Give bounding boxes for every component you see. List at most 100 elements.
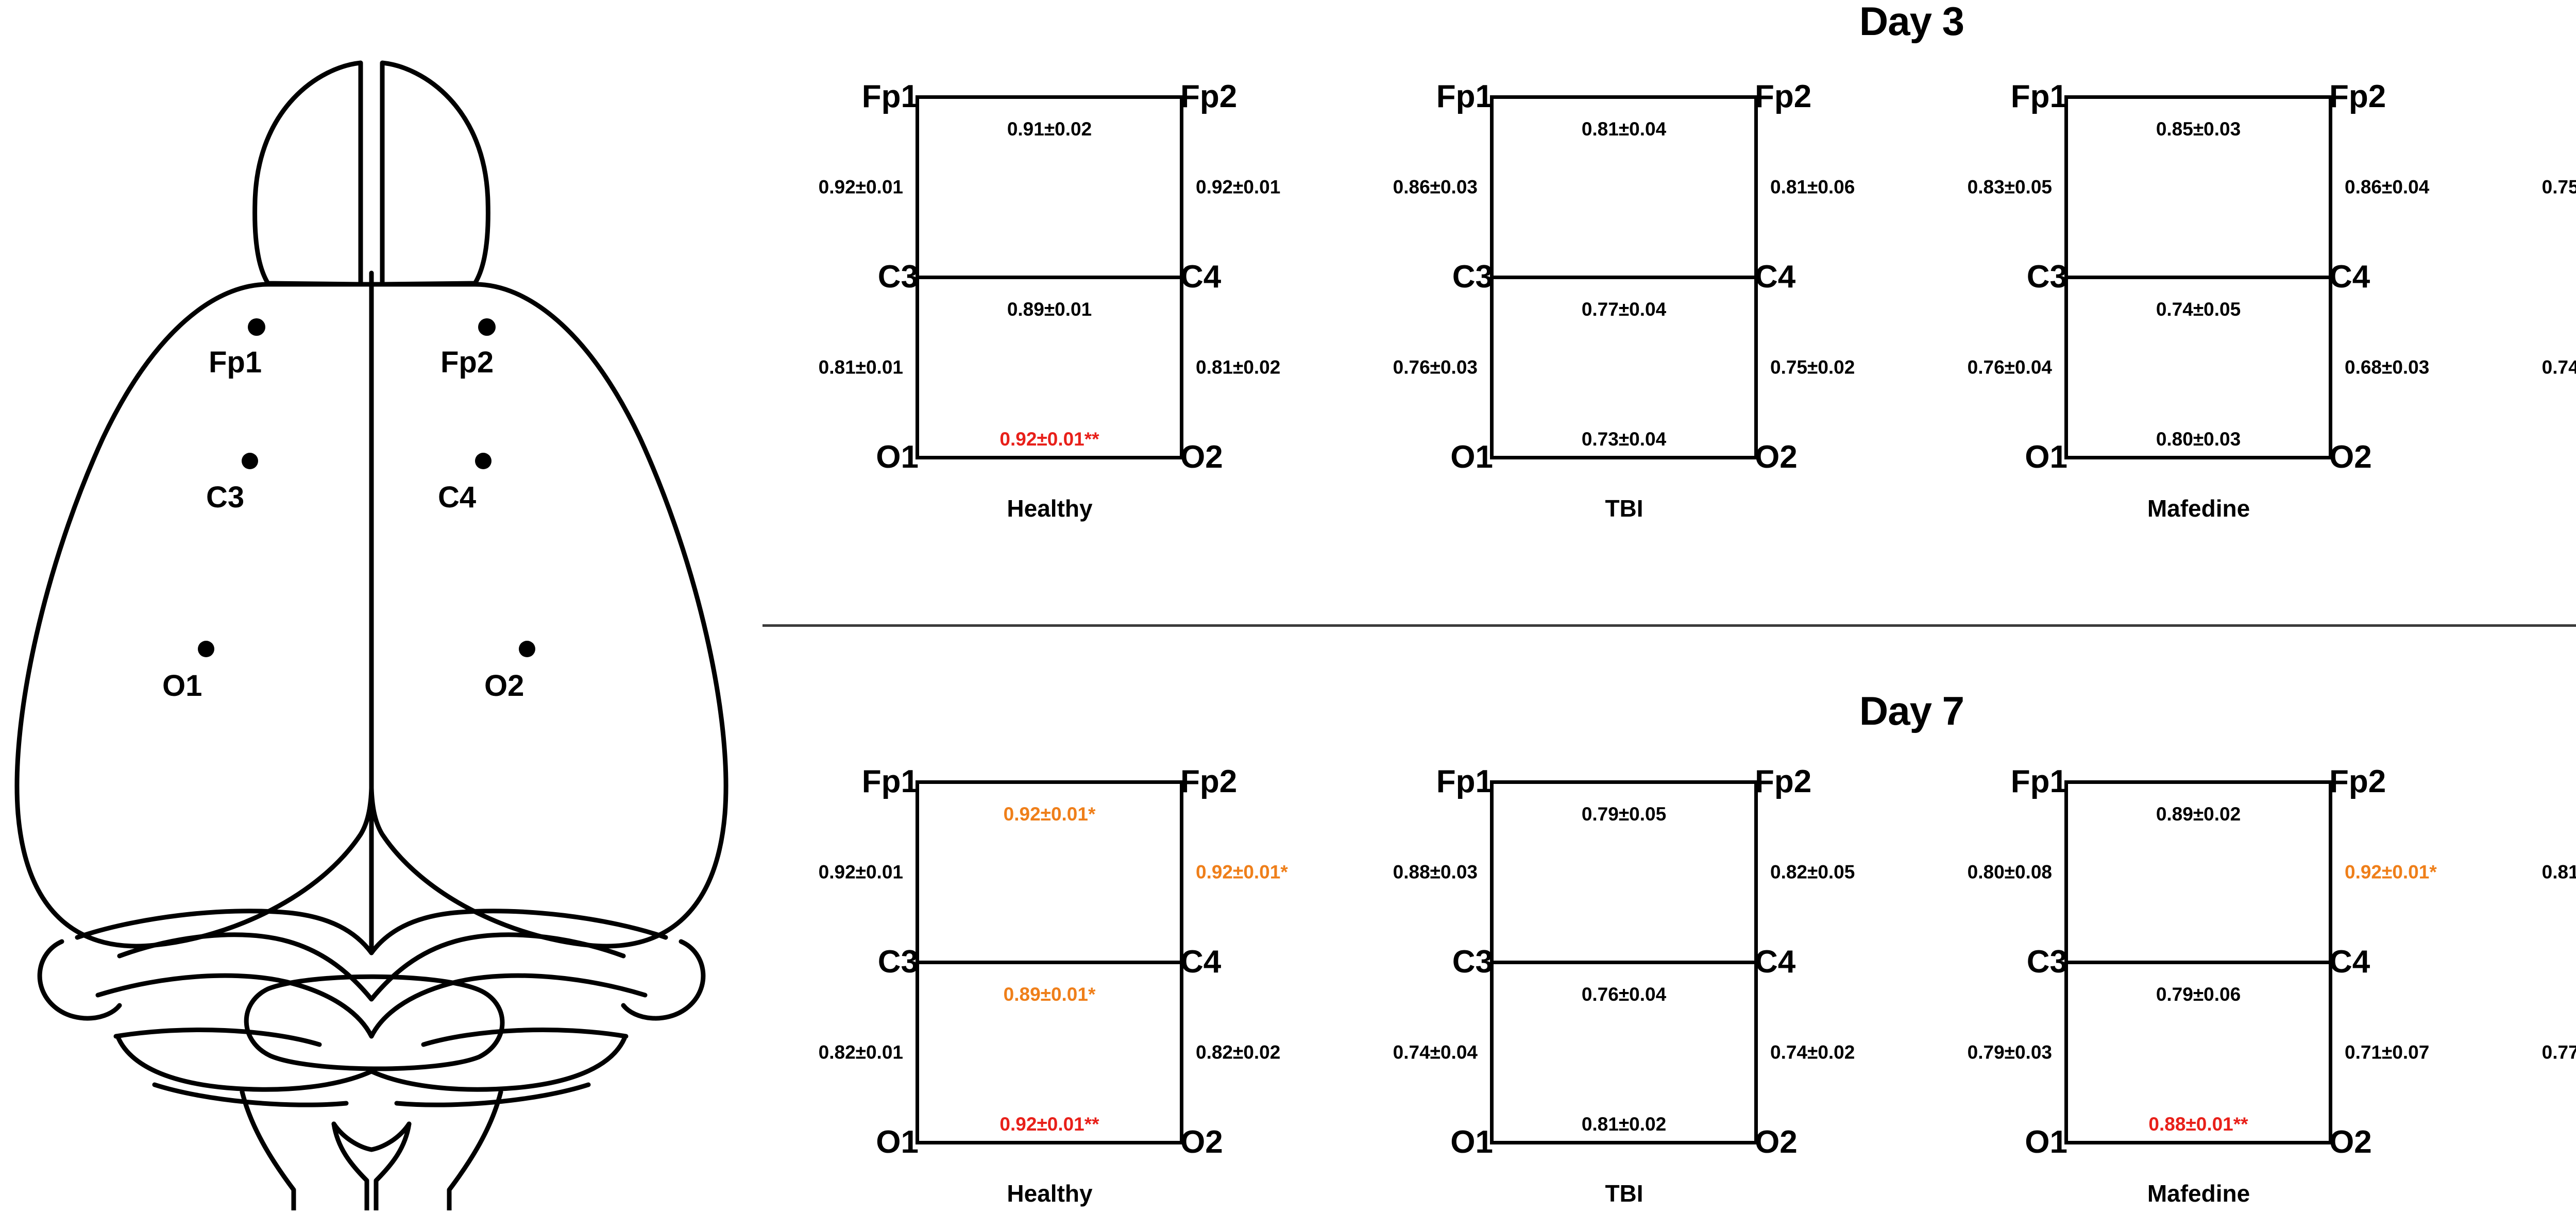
node-label-o1: O1 [876, 1124, 919, 1160]
edge-value-c3-o1: 0.79±0.03 [1967, 1041, 2052, 1063]
edge-value-c3-o1: 0.76±0.04 [1967, 356, 2052, 378]
edge-value-o1-o2: 0.92±0.01** [999, 429, 1099, 450]
section-divider [762, 624, 2576, 627]
node-label-c4: C4 [2329, 944, 2370, 980]
connector-vbar-left-0 [1490, 97, 1494, 277]
edge-value-fp1-fp2: 0.92±0.01* [1003, 803, 1096, 825]
day7-title: Day 7 [1859, 688, 1964, 733]
node-label-fp2: Fp2 [1755, 79, 1812, 114]
brain-label-o2: O2 [484, 669, 524, 703]
group-label: Dex [2486, 494, 2576, 522]
connector-vbar-right-1 [2329, 782, 2332, 962]
node-label-fp2: Fp2 [2329, 79, 2386, 114]
group-label: TBI [1605, 495, 1643, 522]
group-label: Dex [2486, 1179, 2576, 1207]
connector-vbar-right-3 [1180, 962, 1183, 1142]
edge-value-fp1-fp2: 0.81±0.04 [1581, 118, 1667, 140]
edge-value-c4-o2: 0.74±0.02 [1770, 1041, 1855, 1063]
edge-value-fp1-c3: 0.92±0.01 [818, 176, 903, 198]
edge-value-fp2-c4: 0.92±0.01* [1196, 861, 1288, 883]
connector-hbar-row2 [1490, 456, 1758, 459]
connector-hbar-row1 [916, 961, 1183, 964]
edge-value-fp2-c4: 0.86±0.04 [2345, 176, 2430, 198]
connector-vbar-left-0 [916, 782, 919, 962]
node-label-c4: C4 [1180, 944, 1222, 980]
connector-hbar-row2 [2064, 456, 2332, 459]
connector-hbar-row1 [2064, 276, 2332, 279]
node-label-o1: O1 [2025, 1124, 2067, 1160]
connector-vbar-left-2 [2064, 962, 2068, 1142]
edge-value-c3-c4: 0.89±0.01* [1003, 984, 1096, 1005]
connector-vbar-left-2 [1490, 962, 1494, 1142]
edge-value-fp2-c4: 0.92±0.01* [2345, 861, 2437, 883]
edge-value-c3-c4: 0.74±0.05 [2156, 299, 2241, 320]
brain-label-c3: C3 [206, 481, 245, 514]
connector-hbar-row2 [916, 1141, 1183, 1144]
montage-panel: Fp1Fp2C3C4O1O20.85±0.040.80±0.030.85±0.0… [2486, 773, 2576, 1231]
edge-value-c3-o1: 0.77±0.05 [2541, 1041, 2576, 1063]
node-label-fp2: Fp2 [2329, 764, 2386, 799]
node-label-c4: C4 [1755, 259, 1796, 295]
node-label-fp2: Fp2 [1755, 764, 1812, 799]
edge-value-c4-o2: 0.68±0.03 [2345, 356, 2430, 378]
node-label-fp2: Fp2 [1180, 764, 1238, 799]
node-label-c3: C3 [1452, 259, 1493, 295]
connector-hbar-row0 [916, 95, 1183, 99]
node-label-c3: C3 [2026, 259, 2067, 295]
node-label-c3: C3 [877, 259, 919, 295]
edge-value-o1-o2: 0.92±0.01** [999, 1114, 1099, 1135]
node-label-o2: O2 [2329, 439, 2372, 475]
connector-vbar-right-1 [2329, 97, 2332, 277]
connector-hbar-row0 [2064, 95, 2332, 99]
connector-vbar-left-0 [916, 97, 919, 277]
connector-vbar-right-3 [1754, 962, 1758, 1142]
brain-label-c4: C4 [438, 481, 477, 514]
brain-label-fp1: Fp1 [209, 346, 262, 379]
edge-value-c3-c4: 0.77±0.04 [1581, 299, 1667, 320]
edge-value-o1-o2: 0.80±0.03 [2156, 429, 2241, 450]
connector-vbar-left-0 [2064, 97, 2068, 277]
connector-vbar-left-2 [1490, 277, 1494, 457]
edge-value-c4-o2: 0.81±0.02 [1196, 356, 1281, 378]
edge-value-c4-o2: 0.71±0.07 [2345, 1041, 2430, 1063]
edge-value-fp1-fp2: 0.91±0.02 [1007, 118, 1092, 140]
node-label-c4: C4 [2329, 259, 2370, 295]
connector-vbar-left-2 [916, 962, 919, 1142]
edge-value-c3-o1: 0.74±0.04 [1393, 1041, 1478, 1063]
node-label-fp1: Fp1 [1436, 764, 1493, 799]
connector-hbar-row0 [916, 780, 1183, 784]
connector-hbar-row1 [1490, 276, 1758, 279]
node-label-fp1: Fp1 [861, 79, 919, 114]
node-label-o1: O1 [2025, 439, 2067, 475]
edge-value-c3-o1: 0.82±0.01 [818, 1041, 903, 1063]
day3-title: Day 3 [1859, 0, 1964, 44]
node-label-c4: C4 [1180, 259, 1222, 295]
connector-hbar-row1 [1490, 961, 1758, 964]
node-label-o1: O1 [876, 439, 919, 475]
node-label-o2: O2 [1755, 1124, 1798, 1160]
edge-value-fp1-c3: 0.88±0.03 [1393, 861, 1478, 883]
connector-vbar-left-2 [916, 277, 919, 457]
connector-vbar-right-3 [2329, 962, 2332, 1142]
edge-value-c3-c4: 0.79±0.06 [2156, 984, 2241, 1005]
node-label-fp1: Fp1 [2010, 764, 2067, 799]
connector-vbar-right-1 [1754, 782, 1758, 962]
connector-hbar-row0 [1490, 780, 1758, 784]
node-label-o2: O2 [2329, 1124, 2372, 1160]
edge-value-fp1-c3: 0.80±0.08 [1967, 861, 2052, 883]
brain-label-o1: O1 [162, 669, 202, 703]
node-label-fp1: Fp1 [861, 764, 919, 799]
